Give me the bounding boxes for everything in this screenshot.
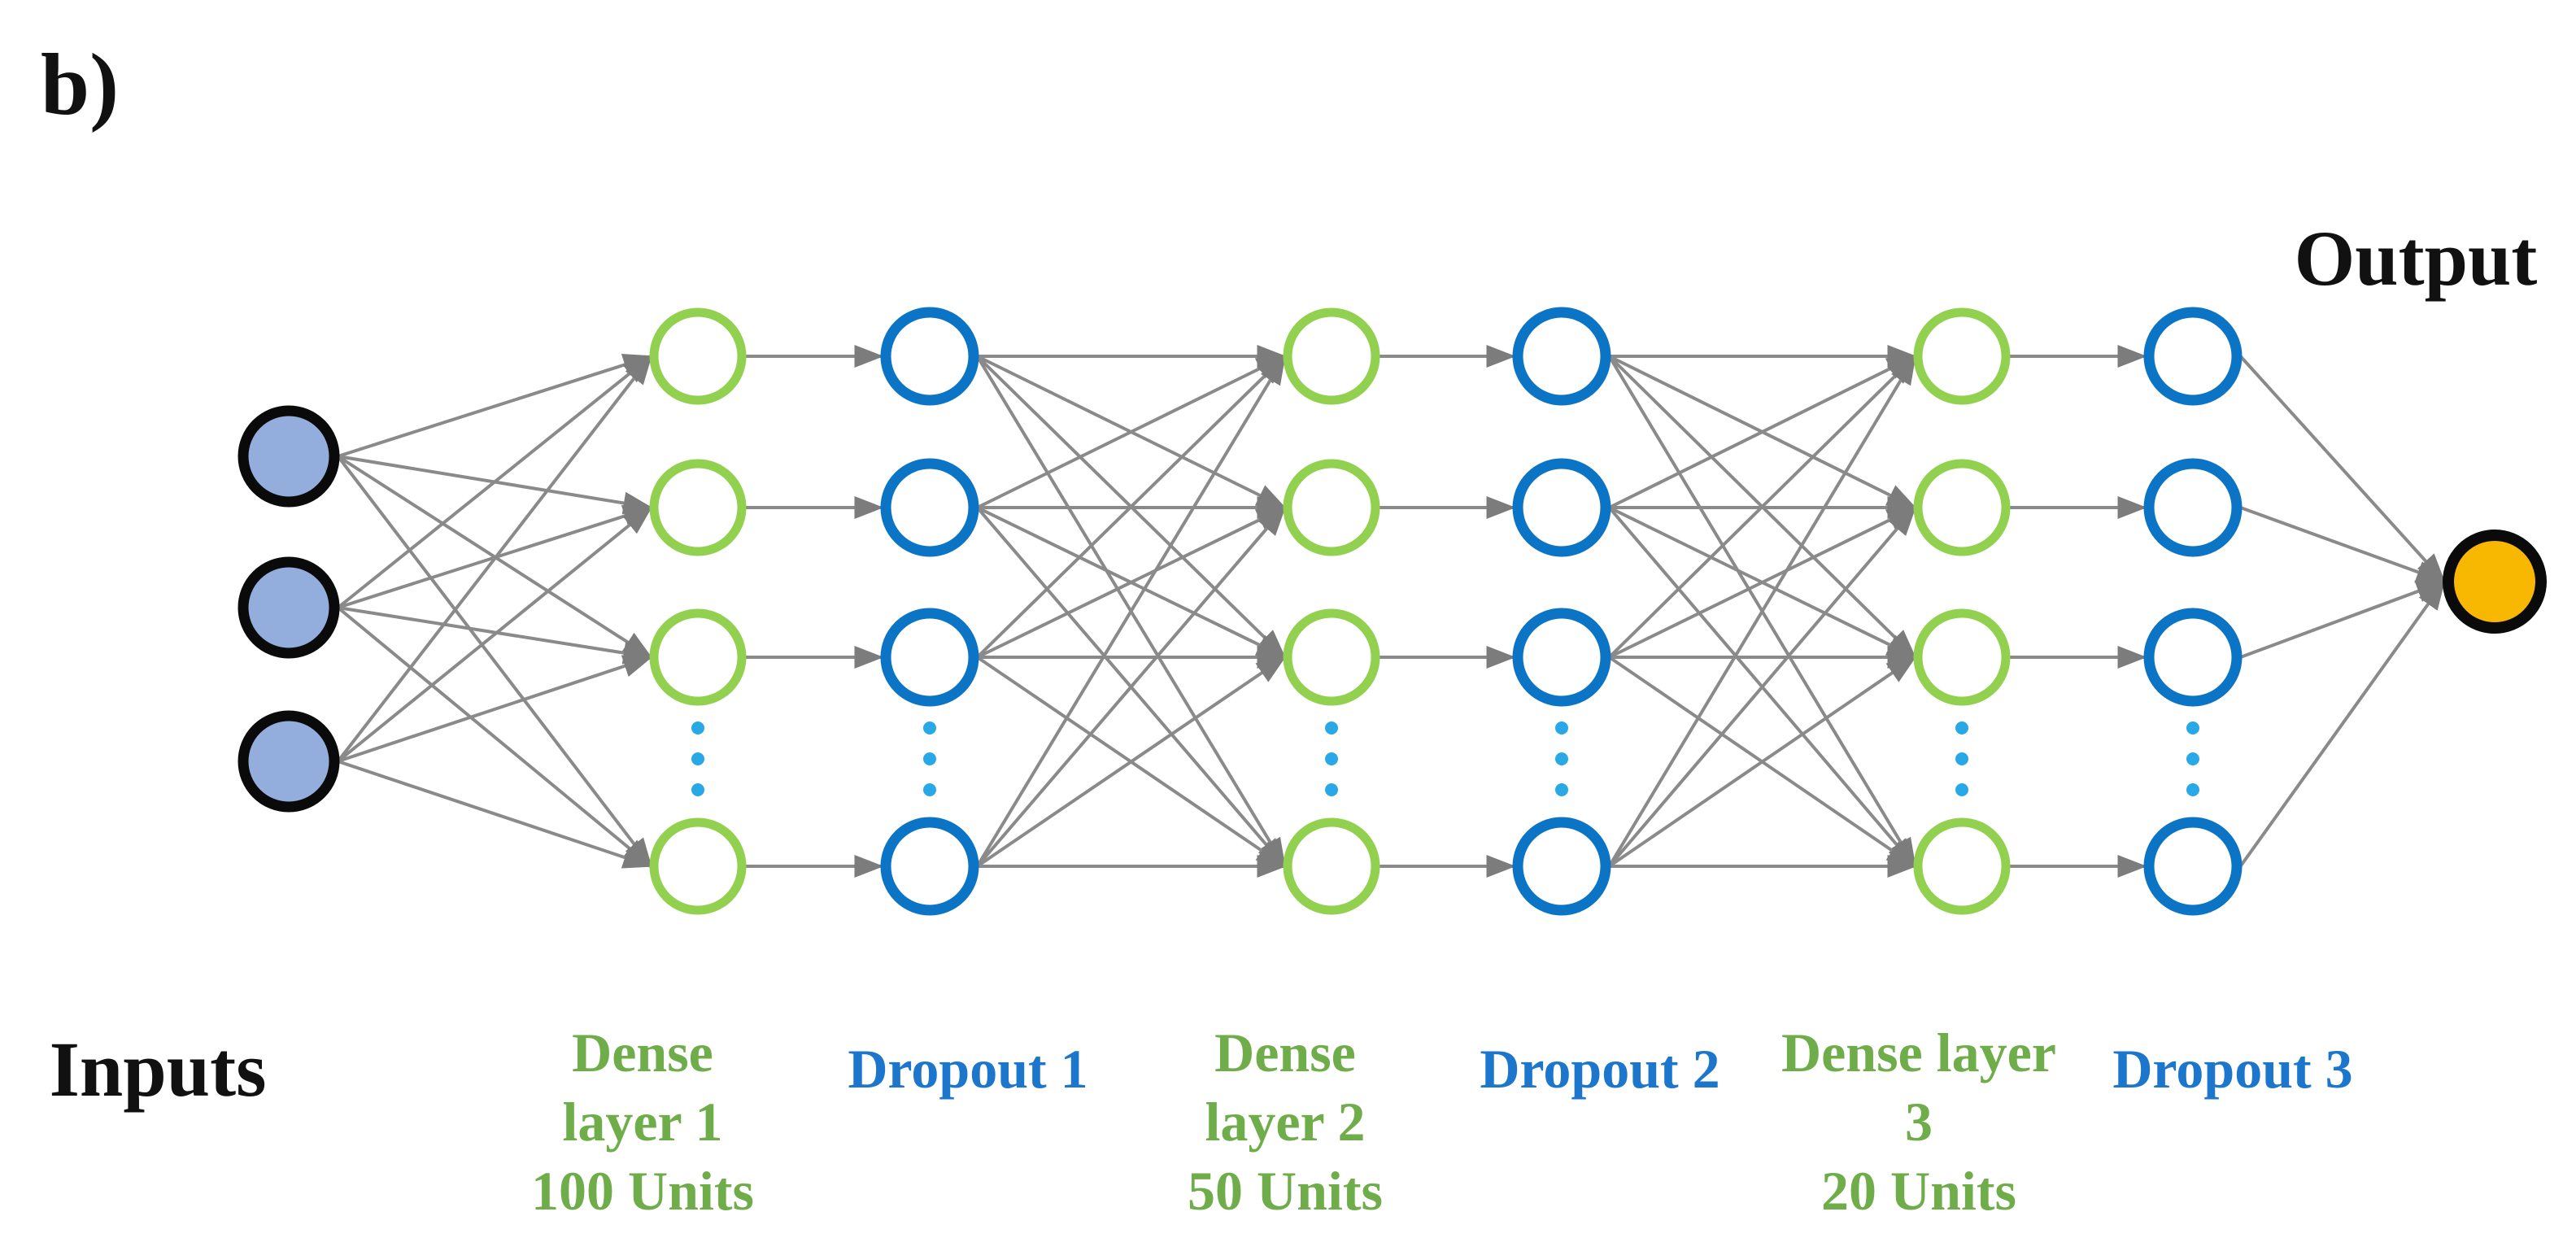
edge-dropout3-3-to-output-1: [2239, 580, 2446, 659]
node-dropout3-1: [2143, 307, 2243, 406]
dense1-label-line2: layer 1: [562, 1091, 722, 1153]
edge-inputs-3-to-dense1-1: [336, 355, 653, 763]
node-dropout2-4: [1512, 817, 1611, 916]
ellipsis-dot-dropout3-3: [2186, 783, 2199, 796]
ellipsis-dot-dense2-2: [1325, 752, 1338, 765]
ellipsis-dot-dropout1-1: [923, 721, 936, 734]
node-dropout2-1: [1512, 307, 1611, 406]
ellipsis-dot-dense1-1: [691, 721, 704, 734]
edge-inputs-2-to-dense1-4: [337, 606, 653, 868]
node-dropout3-3: [2143, 608, 2243, 707]
ellipsis-dot-dense3-3: [1955, 783, 1968, 796]
node-inputs-1: [238, 405, 340, 508]
node-dropout1-3: [880, 608, 979, 707]
node-dense3-3: [1913, 608, 2011, 706]
dense2-label-line3: 50 Units: [1188, 1160, 1383, 1222]
dense2-label: Dense layer 2 50 Units: [1188, 1022, 1383, 1222]
node-dense3-2: [1913, 459, 2011, 556]
ellipsis-dot-dense1-2: [691, 752, 704, 765]
node-dropout3-2: [2143, 458, 2243, 557]
dense2-label-line2: layer 2: [1205, 1091, 1365, 1153]
node-dense2-3: [1283, 608, 1380, 706]
ellipsis-dot-dropout3-1: [2186, 721, 2199, 734]
edge-dropout2-4-to-dense3-2: [1607, 506, 1917, 868]
edge-dropout1-4-to-dense2-3: [976, 656, 1287, 868]
dense3-label-line3: 20 Units: [1821, 1160, 2016, 1222]
ellipsis-dot-dropout2-3: [1555, 783, 1568, 796]
ellipsis-dot-dense1-3: [691, 783, 704, 796]
dense3-label: Dense layer 3 20 Units: [1781, 1022, 2056, 1222]
ellipsis-dot-dropout2-1: [1555, 721, 1568, 734]
node-dense1-1: [649, 307, 747, 405]
ellipsis-dot-dense3-1: [1955, 721, 1968, 734]
edge-dropout1-4-to-dense2-1: [975, 355, 1287, 868]
figure-label: b): [41, 37, 119, 133]
edge-inputs-1-to-dense1-4: [336, 455, 653, 868]
node-dropout2-2: [1512, 458, 1611, 557]
ellipsis-dot-dense2-1: [1325, 721, 1338, 734]
dropout3-label: Dropout 3: [2112, 1038, 2352, 1100]
edge-dropout2-3-to-dense3-1: [1608, 355, 1916, 659]
node-dense2-4: [1283, 817, 1380, 915]
edge-inputs-1-to-dense1-1: [337, 354, 653, 458]
edge-dropout2-3-to-dense3-2: [1608, 506, 1917, 659]
ellipsis-dot-dropout1-3: [923, 783, 936, 796]
ellipsis-dot-dense3-2: [1955, 752, 1968, 765]
edge-dropout2-4-to-dense3-1: [1607, 355, 1917, 868]
edge-dropout3-1-to-output-1: [2239, 355, 2446, 583]
dense1-label: Dense layer 1 100 Units: [531, 1022, 754, 1222]
dropout1-label: Dropout 1: [848, 1038, 1087, 1100]
ellipsis-dot-dense2-3: [1325, 783, 1338, 796]
node-dense2-2: [1283, 459, 1380, 556]
dense3-label-line1: Dense layer: [1781, 1022, 2056, 1083]
edge-inputs-3-to-dense1-4: [337, 760, 653, 869]
ellipsis-dot-dropout2-2: [1555, 752, 1568, 765]
dense1-label-line3: 100 Units: [531, 1160, 754, 1222]
edge-dropout2-2-to-dense3-1: [1608, 355, 1917, 509]
node-dense3-1: [1913, 307, 2011, 405]
ellipsis-layer: [691, 721, 2199, 796]
edge-dropout1-3-to-dense2-2: [976, 506, 1287, 659]
edge-inputs-2-to-dense1-1: [337, 355, 653, 609]
node-dropout1-4: [880, 817, 979, 916]
inputs-label: Inputs: [50, 1026, 267, 1113]
node-dense2-1: [1283, 307, 1380, 405]
node-dropout2-3: [1512, 608, 1611, 707]
dense3-label-line2: 3: [1905, 1091, 1933, 1153]
node-dropout1-1: [880, 307, 979, 406]
edge-dropout1-3-to-dense2-1: [976, 355, 1286, 659]
edge-dropout1-2-to-dense2-1: [976, 355, 1287, 509]
labels-layer: b) Inputs Output Dense layer 1 100 Units…: [41, 37, 2537, 1222]
nodes-layer: [238, 307, 2547, 916]
node-dense1-3: [649, 608, 747, 706]
edge-dropout3-2-to-output-1: [2239, 506, 2446, 583]
node-dropout3-4: [2143, 817, 2243, 916]
node-output-1: [2443, 530, 2547, 634]
node-dense3-4: [1913, 817, 2011, 915]
node-dense1-2: [649, 459, 747, 556]
dropout2-label: Dropout 2: [1480, 1038, 1720, 1100]
node-inputs-2: [238, 556, 340, 659]
edge-dropout3-4-to-output-1: [2238, 580, 2446, 868]
node-dense1-4: [649, 817, 747, 915]
ellipsis-dot-dropout1-2: [923, 752, 936, 765]
edge-dropout2-4-to-dense3-3: [1608, 656, 1917, 868]
edge-inputs-3-to-dense1-3: [337, 655, 653, 763]
output-label: Output: [2295, 215, 2538, 302]
edge-inputs-3-to-dense1-2: [337, 506, 653, 763]
dense1-label-line1: Dense: [572, 1022, 713, 1083]
node-dropout1-2: [880, 458, 979, 557]
edges-layer: [336, 345, 2446, 878]
node-inputs-3: [238, 710, 340, 813]
dense2-label-line1: Dense: [1214, 1022, 1356, 1083]
edge-dropout1-4-to-dense2-2: [975, 506, 1287, 868]
ellipsis-dot-dropout3-2: [2186, 752, 2199, 765]
